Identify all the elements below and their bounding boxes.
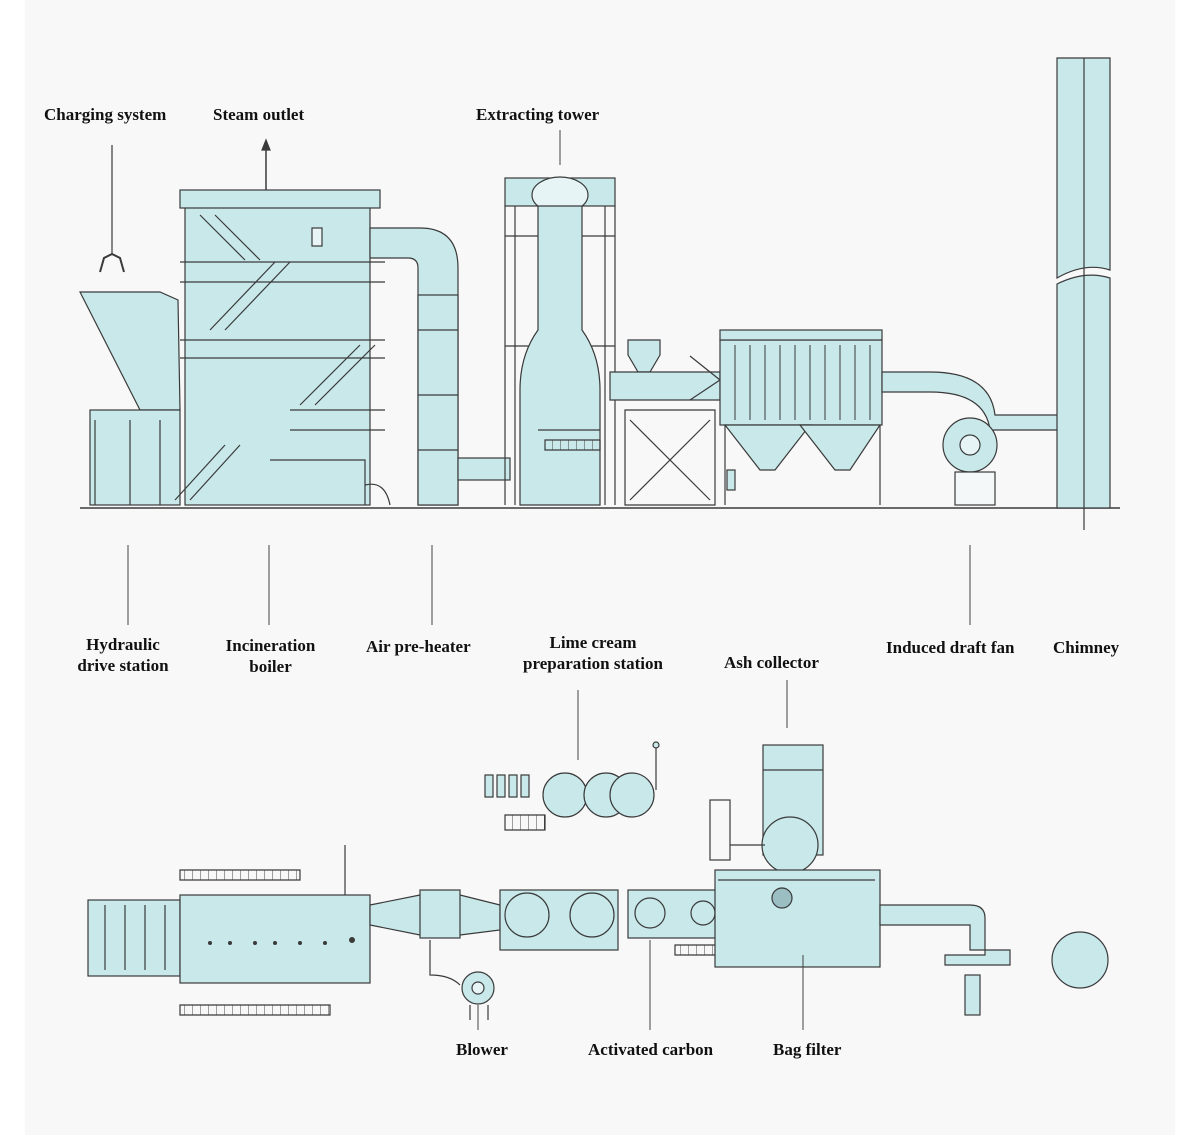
air-preheater-plan bbox=[369, 889, 501, 1020]
extracting-tower-equipment bbox=[504, 176, 616, 506]
steam-outlet-arrow bbox=[261, 138, 271, 190]
ash-collector-plan bbox=[709, 744, 824, 874]
leader-lines bbox=[127, 130, 971, 1030]
label-lime-line2: preparation station bbox=[523, 654, 663, 673]
label-incineration-line1: Incineration bbox=[225, 636, 316, 655]
label-induced-draft-fan: Induced draft fan bbox=[886, 638, 1015, 657]
induced-draft-fan-equipment bbox=[881, 371, 1059, 506]
label-extracting-tower: Extracting tower bbox=[476, 105, 600, 124]
bag-filter-plan bbox=[714, 869, 881, 968]
label-air-preheater: Air pre-heater bbox=[366, 637, 471, 656]
label-activated-carbon: Activated carbon bbox=[588, 1040, 714, 1059]
lime-cream-station-plan bbox=[484, 741, 660, 831]
activated-carbon-plan bbox=[627, 889, 721, 956]
charging-system-equipment bbox=[79, 145, 181, 506]
label-blower: Blower bbox=[456, 1040, 508, 1059]
extracting-tower-plan bbox=[499, 889, 619, 951]
label-ash-collector: Ash collector bbox=[724, 653, 819, 672]
boiler-plan bbox=[87, 845, 371, 1016]
lime-feed-hopper bbox=[609, 339, 722, 506]
label-steam-outlet: Steam outlet bbox=[213, 105, 305, 124]
label-charging-system: Charging system bbox=[44, 105, 167, 124]
air-preheater-equipment bbox=[369, 227, 511, 506]
label-hydraulic-line2: drive station bbox=[77, 656, 169, 675]
label-incineration-boiler: Incineration boiler bbox=[213, 635, 328, 677]
label-incineration-line2: boiler bbox=[249, 657, 292, 676]
incineration-boiler-equipment bbox=[174, 189, 391, 506]
label-lime-line1: Lime cream bbox=[549, 633, 637, 652]
idf-chimney-plan bbox=[879, 904, 1109, 1016]
label-hydraulic-line1: Hydraulic bbox=[86, 635, 160, 654]
label-bag-filter: Bag filter bbox=[773, 1040, 842, 1059]
label-hydraulic-drive-station: Hydraulic drive station bbox=[64, 634, 182, 676]
label-chimney: Chimney bbox=[1053, 638, 1120, 657]
label-lime-cream-station: Lime cream preparation station bbox=[508, 632, 678, 674]
chimney-structure bbox=[1056, 57, 1111, 530]
